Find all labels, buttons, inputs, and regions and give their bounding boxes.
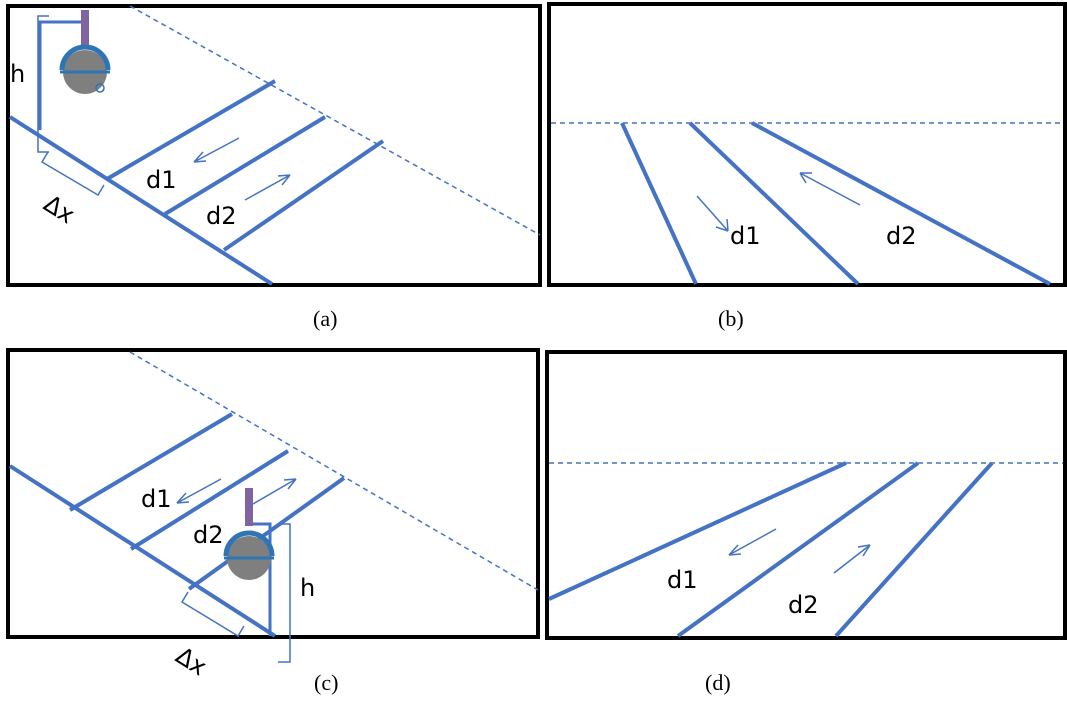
panel-d: d1 d2 bbox=[545, 350, 1067, 640]
panel-c-d1-label: d1 bbox=[141, 485, 172, 513]
panel-c-frame bbox=[6, 348, 540, 639]
panel-c-road-edge bbox=[8, 464, 277, 638]
panel-b-caption: (b) bbox=[718, 306, 744, 331]
panel-c-camera-pole bbox=[245, 522, 272, 636]
panel-d-caption: (d) bbox=[705, 670, 731, 695]
panel-b-arrow-d2-head bbox=[799, 172, 812, 184]
panel-d-arrow-d1 bbox=[728, 528, 777, 556]
panel-b-lane-line-3 bbox=[751, 121, 1051, 286]
panel-a-d1-label: d1 bbox=[146, 166, 177, 194]
panel-b-lane-line-2 bbox=[688, 121, 860, 286]
panel-b-lane-line-1 bbox=[620, 122, 698, 285]
panel-a-road-edge bbox=[8, 115, 274, 286]
panel-a: h Δx d1 d2 bbox=[6, 4, 542, 287]
panel-c: h Δx d1 d2 bbox=[6, 348, 540, 681]
panel-c-lane-line-1 bbox=[68, 412, 234, 512]
panel-c-horizon-dashed bbox=[129, 351, 539, 591]
panel-a-arrow-d2-head bbox=[277, 174, 291, 186]
panel-a-arrow-d1-head bbox=[193, 151, 207, 163]
panel-d-arrow-d2 bbox=[833, 544, 871, 574]
panel-c-lane-line-2 bbox=[129, 449, 290, 551]
panel-b-arrow-d2 bbox=[799, 172, 861, 206]
panel-a-offset-label: Δx bbox=[39, 189, 80, 229]
panel-c-arrow-d1 bbox=[176, 478, 222, 504]
panel-c-arrow-d2 bbox=[252, 478, 297, 505]
panel-c-lane-line-3 bbox=[187, 476, 346, 591]
panel-b: d1 d2 bbox=[547, 2, 1067, 287]
panel-a-arrow-d2 bbox=[244, 174, 291, 201]
panel-a-camera-pole bbox=[38, 20, 82, 130]
panel-c-h-bracket bbox=[278, 523, 291, 663]
panel-d-lane-line-2 bbox=[676, 461, 920, 638]
panel-a-lane-line-3 bbox=[222, 139, 385, 252]
panel-a-h-bracket bbox=[37, 15, 49, 153]
panel-a-height-label: h bbox=[10, 60, 25, 88]
panel-d-arrow-d2-head bbox=[857, 544, 871, 557]
panel-c-offset-label: Δx bbox=[171, 641, 212, 681]
panel-a-frame bbox=[6, 4, 542, 287]
panel-a-dx-bracket bbox=[40, 151, 105, 197]
panel-b-arrow-d1-head bbox=[715, 218, 729, 232]
camera-icon bbox=[59, 10, 111, 94]
panel-d-d1-label: d1 bbox=[667, 566, 698, 594]
panel-c-d2-label: d2 bbox=[193, 521, 224, 549]
panel-c-arrow-d2-head bbox=[283, 478, 297, 490]
panel-b-d2-label: d2 bbox=[886, 222, 917, 250]
panel-c-height-label: h bbox=[300, 574, 315, 602]
panel-a-lane-line-2 bbox=[163, 115, 327, 216]
panel-b-d1-label: d1 bbox=[730, 222, 761, 250]
panel-c-caption: (c) bbox=[314, 670, 338, 695]
panel-d-arrow-d1-head bbox=[728, 544, 742, 556]
panel-c-arrow-d1-head bbox=[176, 492, 190, 504]
panel-a-caption: (a) bbox=[313, 306, 337, 331]
panel-d-lane-line-1 bbox=[548, 461, 847, 601]
panel-c-dx-bracket bbox=[180, 591, 245, 638]
panel-d-frame bbox=[545, 350, 1067, 640]
camera-icon bbox=[223, 488, 275, 580]
panel-d-lane-line-3 bbox=[834, 461, 994, 638]
panel-a-horizon-dashed bbox=[129, 5, 541, 236]
panel-a-arrow-d1 bbox=[193, 137, 240, 163]
panel-b-arrow-d1 bbox=[696, 195, 729, 232]
panel-a-lane-line-1 bbox=[105, 79, 277, 181]
panel-a-d2-label: d2 bbox=[206, 202, 237, 230]
panel-d-d2-label: d2 bbox=[788, 591, 819, 619]
panel-b-frame bbox=[547, 2, 1067, 287]
